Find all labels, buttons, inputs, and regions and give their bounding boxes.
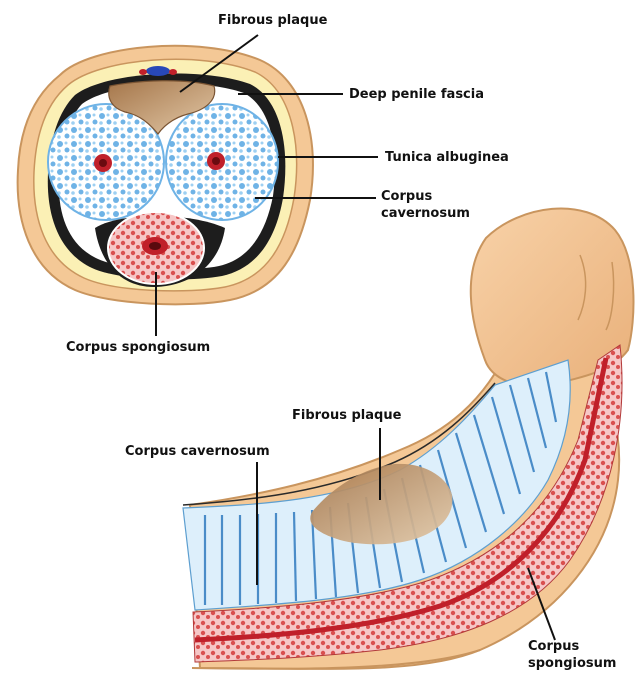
label-corpus-spongiosum-side-line2: spongiosum (528, 655, 616, 672)
label-fibrous-plaque-top: Fibrous plaque (218, 12, 327, 29)
right-artery-lumen (212, 157, 220, 165)
label-corpus-cavernosum-line2: cavernosum (381, 205, 470, 222)
label-corpus-cavernosum-side: Corpus cavernosum (125, 443, 270, 460)
left-artery-lumen (99, 159, 107, 167)
dorsal-artery-right (169, 69, 177, 75)
urethra-lumen (149, 242, 161, 250)
cross-section (18, 46, 313, 304)
dorsal-artery-left (139, 69, 147, 75)
label-fibrous-plaque-side: Fibrous plaque (292, 407, 401, 424)
label-corpus-cavernosum-line1: Corpus (381, 188, 470, 205)
label-corpus-spongiosum-side: Corpus spongiosum (528, 638, 616, 672)
label-corpus-cavernosum-top: Corpus cavernosum (381, 188, 470, 222)
label-corpus-spongiosum-side-line1: Corpus (528, 638, 616, 655)
dorsal-vein (146, 66, 170, 76)
label-corpus-spongiosum-top: Corpus spongiosum (66, 339, 210, 356)
label-deep-penile-fascia: Deep penile fascia (349, 86, 484, 103)
label-tunica-albuginea: Tunica albuginea (385, 149, 509, 166)
